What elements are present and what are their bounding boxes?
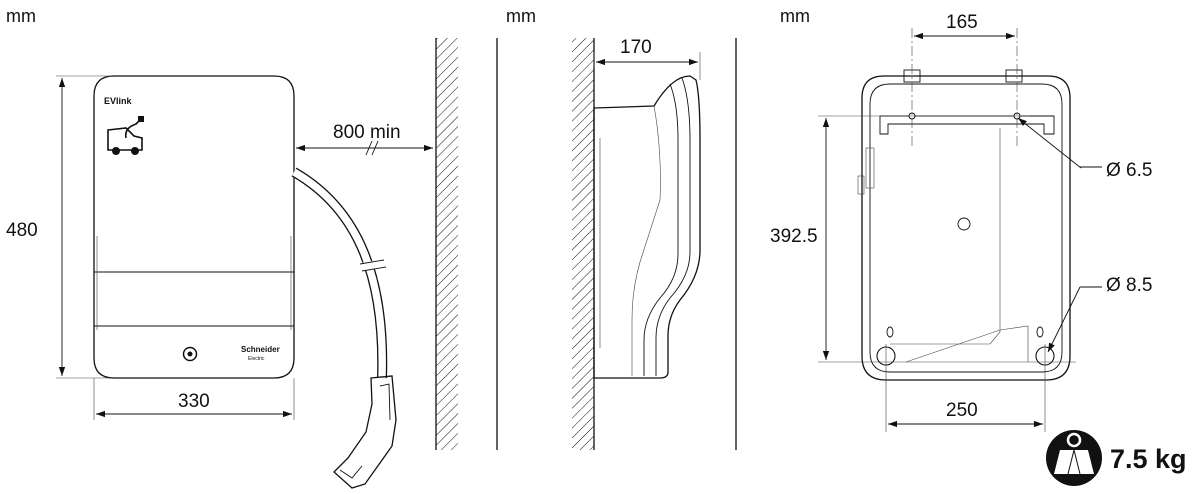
maker-label-sub: Electric (248, 356, 265, 362)
side-view-unit-label: mm (506, 6, 536, 26)
wall-hatch-side (572, 38, 594, 450)
charger-side-profile (593, 75, 701, 379)
top-hole-spacing-label: 165 (946, 12, 978, 33)
brand-label: EVlink (104, 96, 133, 106)
weight-badge: 7.5 kg (1046, 430, 1187, 486)
height-label: 480 (6, 220, 38, 241)
width-label: 330 (178, 391, 210, 412)
bottom-hole-diameter-label: Ø 8.5 (1106, 275, 1152, 296)
front-view-unit-label: mm (6, 6, 36, 26)
ev-plug-icon (107, 116, 144, 155)
side-view: mm 170 (496, 6, 737, 450)
maker-label: Schneider (241, 345, 280, 354)
power-button-icon (182, 346, 198, 362)
depth-label: 170 (620, 37, 652, 58)
charger-front-body (93, 75, 295, 379)
cable-entry-hole-icon (957, 217, 971, 231)
mounting-bracket (879, 115, 1055, 135)
vertical-hole-spacing-label: 392.5 (770, 226, 818, 247)
clearance-label: 800 min (333, 122, 401, 143)
charger-rear-outline (861, 75, 1071, 381)
top-hole-diameter-label: Ø 6.5 (1106, 160, 1152, 181)
charging-connector (333, 375, 397, 489)
wall-hatch-front (436, 38, 458, 450)
weight-label: 7.5 kg (1110, 444, 1187, 474)
rear-view-unit-label: mm (780, 6, 810, 26)
rear-view: mm 165 392.5 250 (770, 6, 1152, 432)
top-clip-right (1005, 69, 1023, 83)
bottom-hole-spacing-label: 250 (946, 400, 978, 421)
front-view: mm EVlink Schneider Electric (6, 6, 458, 489)
hole-8-5-leader (1047, 286, 1081, 353)
hole-6-5-leader (1017, 117, 1082, 169)
